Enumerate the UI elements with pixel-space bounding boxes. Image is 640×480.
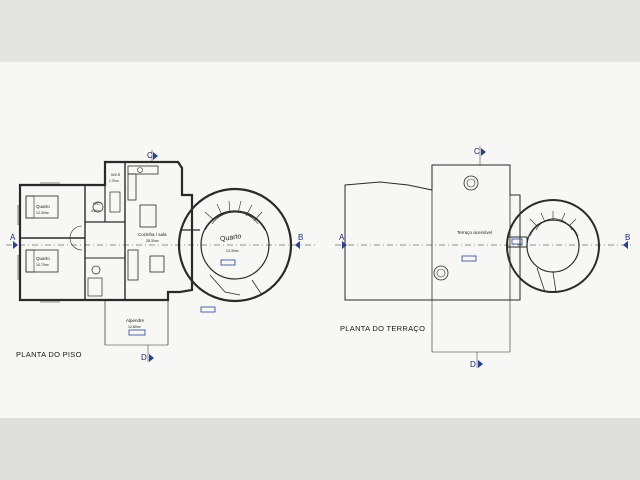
tower-outer (177, 187, 293, 303)
room-area-quarto-1: 12.30m² (36, 211, 50, 215)
section-mark-a-roof: A (339, 233, 345, 242)
background-bottom (0, 418, 640, 480)
room-area-cozinha: 28.30m² (146, 239, 160, 243)
floor-plan-labels: Quarto 12.30m² Quarto 10.70m² Cozinha / … (36, 172, 242, 329)
room-area-wcs: 1.70m² (109, 179, 119, 183)
section-mark-c-roof: C (474, 147, 480, 156)
roof-plan (344, 164, 600, 353)
roof-plan-outline (344, 164, 521, 301)
room-area-alpendre: 12.80m² (128, 325, 142, 329)
floor-plan-caption: PLANTA DO PISO (16, 350, 82, 359)
roof-section-marks: A B C D (335, 146, 632, 369)
terrace-label: Terraço acessível (457, 230, 492, 235)
roof-plan-labels: Terraço acessível (457, 230, 492, 235)
section-mark-b-roof: B (625, 233, 630, 242)
room-label-cozinha: Cozinha / sala (138, 232, 167, 237)
room-label-wcs: WCS (111, 172, 121, 177)
background-top (0, 0, 640, 62)
floor-plan (17, 160, 293, 346)
room-label-wc: WC (93, 201, 100, 206)
tower-roof-outer (506, 199, 600, 293)
drawing-sheet (0, 62, 640, 418)
section-mark-a-floor: A (10, 233, 16, 242)
section-mark-b-floor: B (298, 233, 303, 242)
section-mark-d-roof: D (470, 360, 476, 369)
room-area-quarto-2: 10.70m² (36, 263, 50, 267)
room-label-alpendre: Alpendre (126, 318, 145, 323)
level-tags-roof (461, 238, 523, 262)
room-label-quarto-2: Quarto (36, 256, 50, 261)
room-area-quarto-tower: 13.30m² (226, 249, 240, 253)
room-label-quarto-1: Quarto (36, 204, 50, 209)
roof-plan-caption: PLANTA DO TERRAÇO (340, 324, 425, 333)
room-area-wc: 4.60m² (91, 209, 101, 213)
floor-section-marks: A B C D (6, 150, 316, 362)
level-tags-floor (128, 259, 236, 336)
room-label-quarto-tower: Quarto (220, 233, 242, 243)
section-mark-c-floor: C (147, 151, 153, 160)
section-mark-d-floor: D (141, 353, 147, 362)
